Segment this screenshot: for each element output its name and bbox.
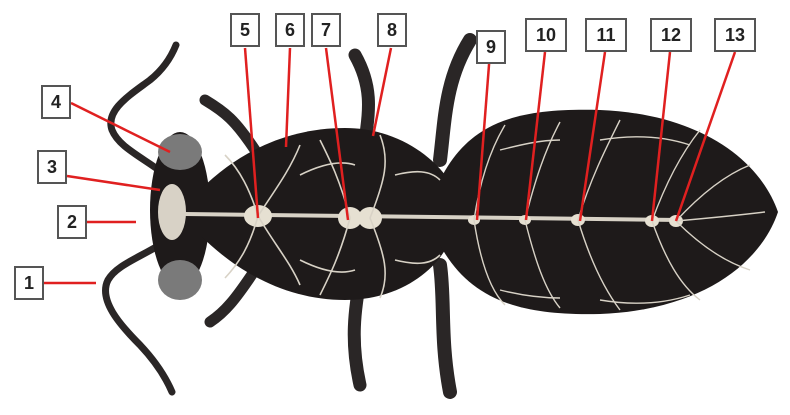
label-box-4: 4 [41,85,71,119]
label-box-7: 7 [311,13,341,47]
eye-lower [158,260,202,300]
brain [158,184,186,240]
leg-front-lower [210,270,255,322]
label-box-2: 2 [57,205,87,239]
label-box-1: 1 [14,266,44,300]
eye-upper [158,134,202,170]
leg-hind-upper [440,40,470,160]
leader-line-8 [373,48,391,136]
label-box-13: 13 [714,18,756,52]
label-box-12: 12 [650,18,692,52]
label-box-11: 11 [585,18,627,52]
label-box-10: 10 [525,18,567,52]
label-box-8: 8 [377,13,407,47]
leader-line-3 [67,176,160,190]
label-box-6: 6 [275,13,305,47]
leg-mid-upper [355,55,369,140]
label-box-9: 9 [476,30,506,64]
label-box-5: 5 [230,13,260,47]
leg-front-upper [205,100,255,150]
leader-line-6 [286,48,290,147]
label-box-3: 3 [37,150,67,184]
leg-hind-lower [440,265,450,392]
